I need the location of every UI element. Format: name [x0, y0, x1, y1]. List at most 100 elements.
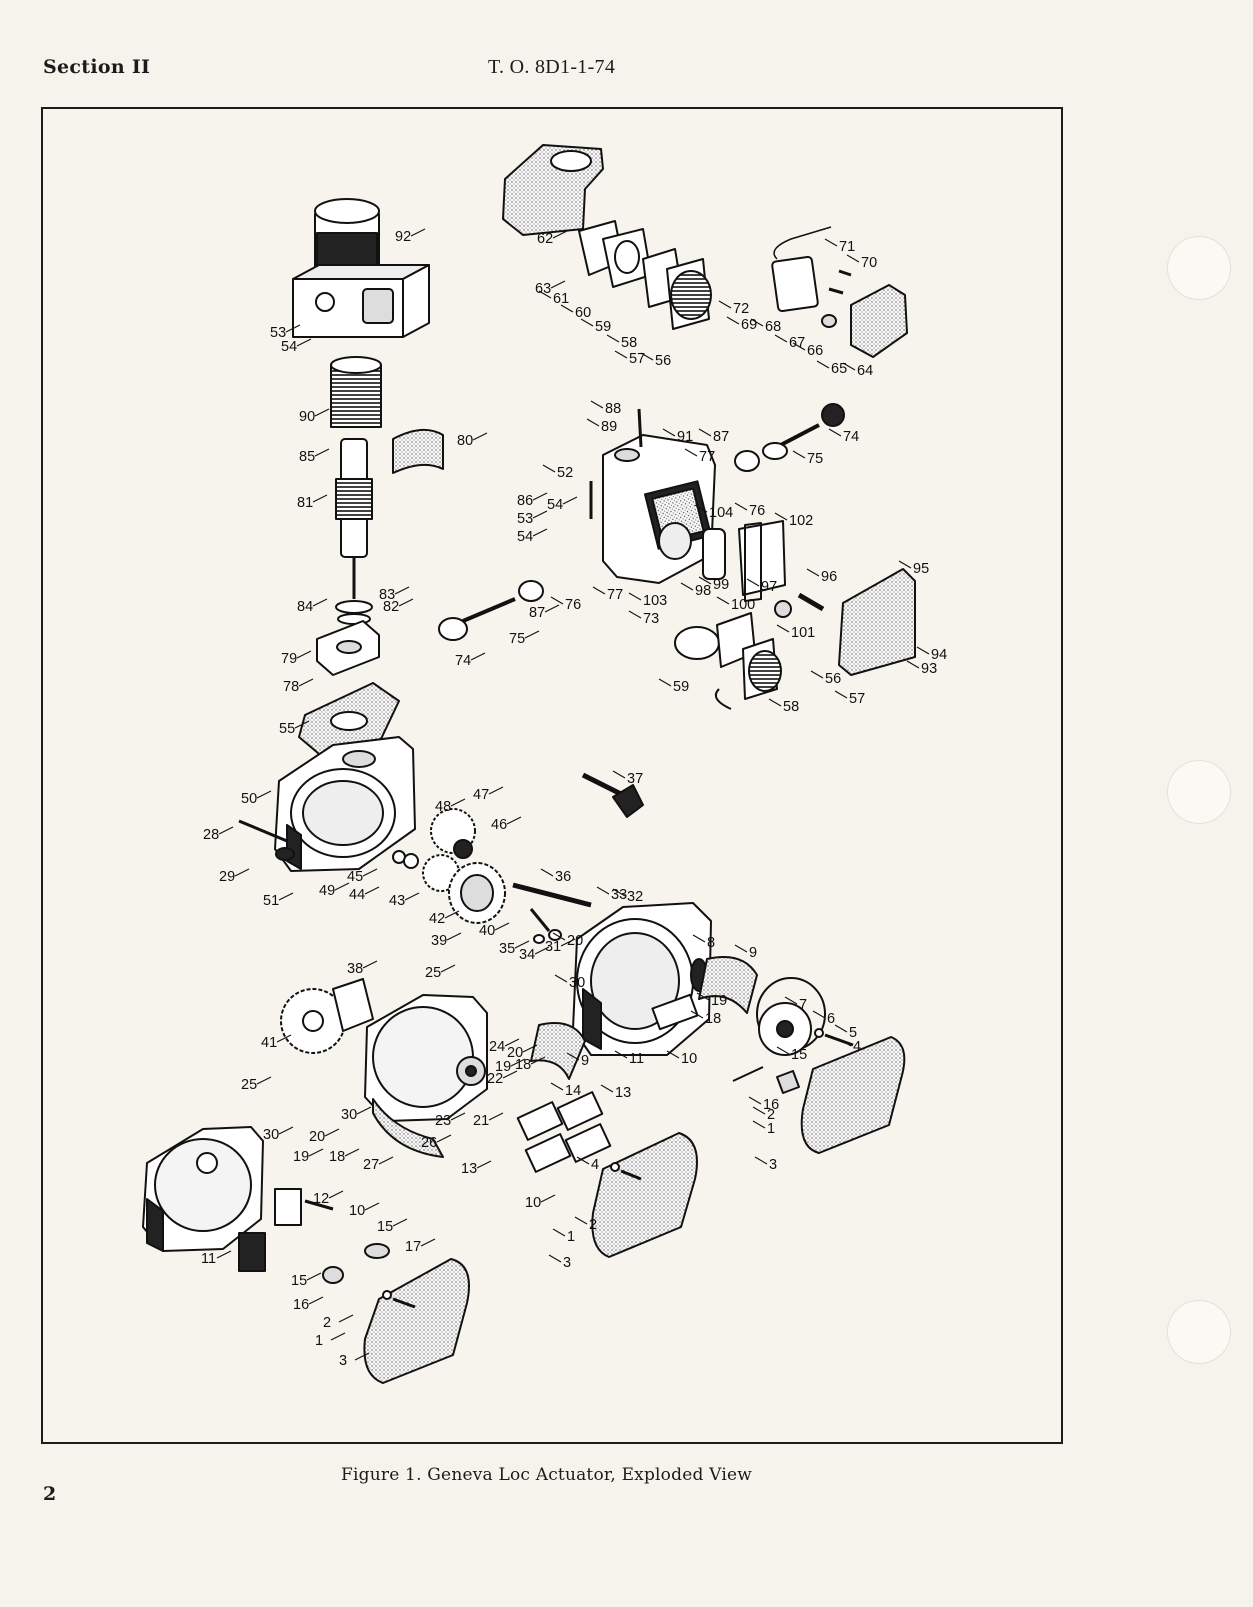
callout-84: 84	[297, 599, 313, 615]
callout-30: 30	[263, 1127, 279, 1143]
callout-50: 50	[241, 791, 257, 807]
leader-line	[534, 946, 550, 955]
callout-58: 58	[783, 699, 799, 715]
callout-72: 72	[733, 301, 749, 317]
callout-66: 66	[807, 343, 823, 359]
callout-15: 15	[791, 1047, 807, 1063]
leader-line	[768, 698, 782, 707]
connector-58b	[742, 638, 782, 700]
leader-line	[344, 1148, 360, 1157]
callout-77: 77	[607, 587, 623, 603]
callout-19: 19	[495, 1059, 511, 1075]
cover-64	[850, 284, 908, 358]
leader-line	[592, 586, 606, 595]
leader-line	[600, 1084, 614, 1093]
callout-8: 8	[707, 935, 715, 951]
callout-65: 65	[831, 361, 847, 377]
callout-25: 25	[241, 1077, 257, 1093]
strip-9	[698, 956, 758, 1014]
leader-line	[308, 1296, 324, 1305]
callout-12: 12	[313, 1191, 329, 1207]
leader-line	[662, 428, 676, 437]
callout-2: 2	[767, 1107, 775, 1123]
leader-line	[752, 1120, 766, 1129]
leader-line	[698, 428, 712, 437]
leader-line	[548, 1254, 562, 1263]
receptacle-72	[771, 226, 832, 313]
leader-line	[810, 670, 824, 679]
leader-line	[846, 254, 860, 263]
gear-housing	[274, 736, 416, 872]
callout-79: 79	[281, 651, 297, 667]
leader-line	[542, 464, 556, 473]
leader-line	[314, 408, 330, 417]
leader-line	[218, 826, 234, 835]
leader-line	[276, 1034, 292, 1043]
leader-line	[314, 448, 330, 457]
left-housing	[142, 1126, 264, 1252]
callout-48: 48	[435, 799, 451, 815]
leader-line	[694, 504, 708, 513]
leader-line	[754, 1156, 768, 1165]
callout-57: 57	[849, 691, 865, 707]
stator-part	[330, 356, 382, 428]
leader-line	[256, 790, 272, 799]
callout-80: 80	[457, 433, 473, 449]
bracket-80	[392, 428, 444, 474]
leader-line	[596, 886, 610, 895]
leader-line	[538, 290, 552, 299]
callout-54: 54	[547, 497, 563, 513]
leader-line	[658, 678, 672, 687]
leader-line	[834, 1024, 848, 1033]
callout-68: 68	[765, 319, 781, 335]
callout-47: 47	[473, 787, 489, 803]
leader-line	[576, 1156, 590, 1165]
middle-housing	[364, 994, 488, 1158]
callout-57: 57	[629, 351, 645, 367]
leader-line	[718, 300, 732, 309]
leader-line	[552, 230, 568, 239]
callout-92: 92	[395, 229, 411, 245]
leader-line	[612, 770, 626, 779]
cover-3-middle	[591, 1132, 698, 1258]
leader-line	[812, 1010, 826, 1019]
callout-93: 93	[921, 661, 937, 677]
callout-53: 53	[517, 511, 533, 527]
leader-line	[834, 690, 848, 699]
callout-82: 82	[383, 599, 399, 615]
callout-90: 90	[299, 409, 315, 425]
callout-51: 51	[263, 893, 279, 909]
callout-18: 18	[329, 1149, 345, 1165]
callout-31: 31	[545, 939, 561, 955]
section-label: Section II	[43, 56, 151, 78]
callout-89: 89	[601, 419, 617, 435]
leader-line	[752, 1106, 766, 1115]
callout-76: 76	[565, 597, 581, 613]
callout-98: 98	[695, 583, 711, 599]
page-number: 2	[43, 1483, 57, 1505]
callout-27: 27	[363, 1157, 379, 1173]
callout-88: 88	[605, 401, 621, 417]
leader-line	[606, 334, 620, 343]
callout-58: 58	[621, 335, 637, 351]
leader-line	[378, 1156, 394, 1165]
callout-81: 81	[297, 495, 313, 511]
leader-line	[334, 882, 350, 891]
callout-67: 67	[789, 335, 805, 351]
callout-14: 14	[565, 1083, 581, 1099]
leader-line	[696, 992, 710, 1001]
callout-18: 18	[515, 1057, 531, 1073]
callout-103: 103	[643, 593, 667, 609]
leader-line	[784, 996, 798, 1005]
callout-16: 16	[293, 1297, 309, 1313]
callout-10: 10	[349, 1203, 365, 1219]
shaft-36	[512, 882, 592, 908]
leader-line	[476, 1160, 492, 1169]
leader-line	[580, 318, 594, 327]
callout-56: 56	[655, 353, 671, 369]
callout-86: 86	[517, 493, 533, 509]
callout-17: 17	[405, 1239, 421, 1255]
leader-line	[750, 318, 764, 327]
leader-line	[404, 892, 420, 901]
leader-line	[612, 888, 626, 897]
